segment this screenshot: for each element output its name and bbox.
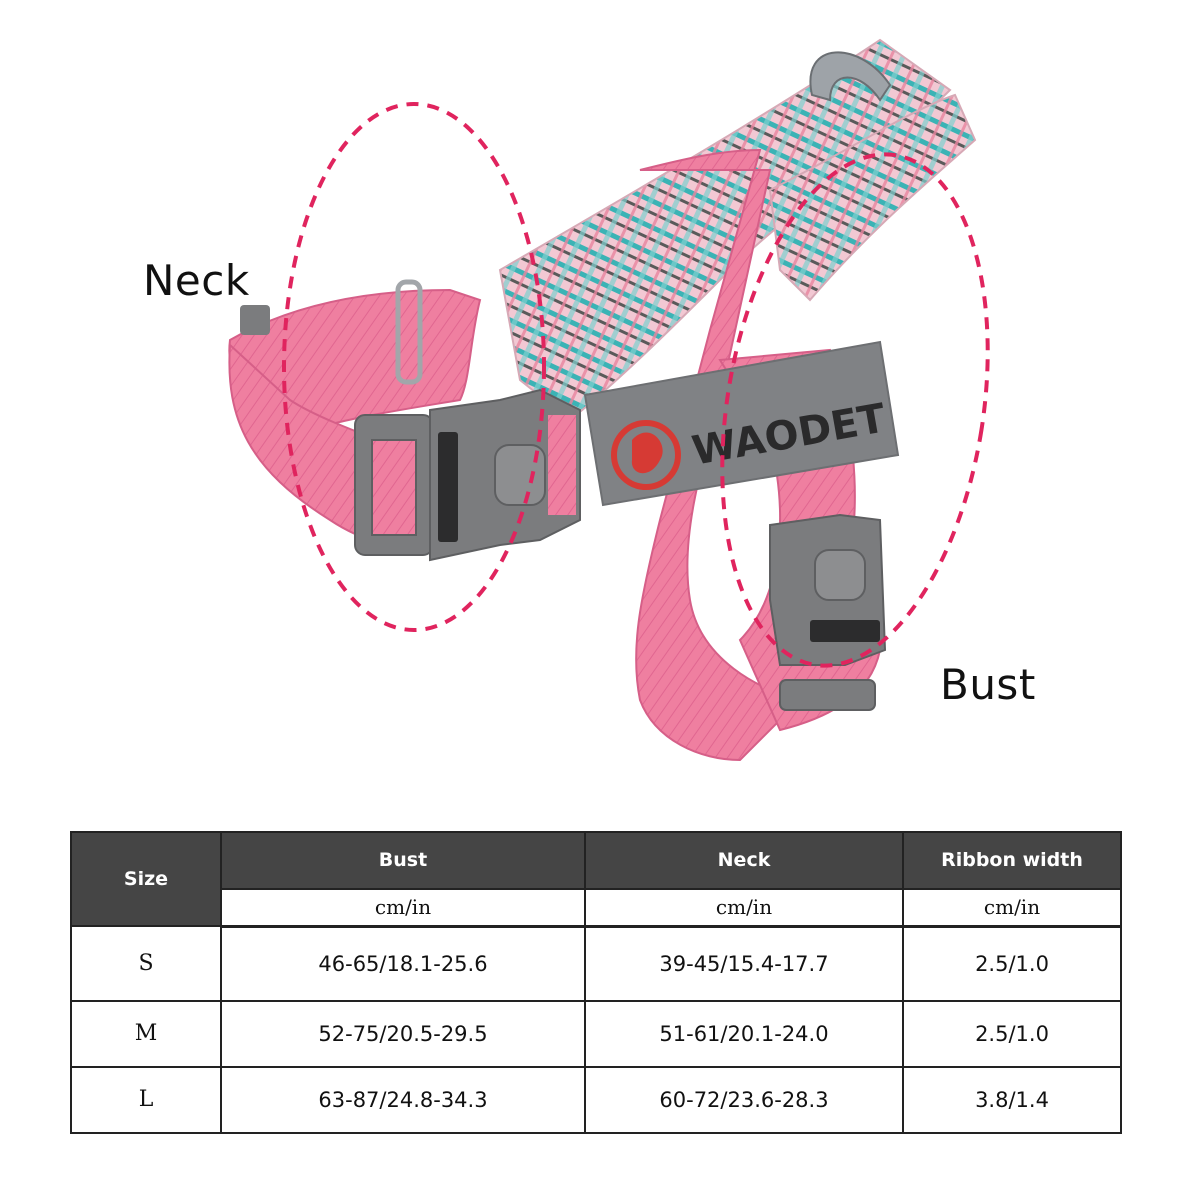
- neck-value: 39-45/15.4-17.7: [584, 925, 904, 1002]
- neck-clip: [240, 305, 270, 335]
- logo-mark: [611, 420, 681, 490]
- harness-image: WAODET: [228, 38, 990, 762]
- size-label: M: [70, 999, 222, 1068]
- bust-callout: Bust: [940, 660, 1036, 709]
- table-row: L 63-87/24.8-34.3 60-72/23.6-28.3 3.8/1.…: [70, 1065, 1122, 1134]
- bust-value: 52-75/20.5-29.5: [220, 999, 586, 1068]
- table-row: M 52-75/20.5-29.5 51-61/20.1-24.0 2.5/1.…: [70, 999, 1122, 1068]
- neck-unit: cm/in: [584, 887, 904, 928]
- ribbon-value: 3.8/1.4: [902, 1065, 1122, 1134]
- neck-slider: [395, 279, 423, 385]
- product-illustration: WAODET Neck Bust: [143, 38, 1036, 762]
- bust-value: 63-87/24.8-34.3: [220, 1065, 586, 1134]
- table-unit-row: cm/in cm/in cm/in: [71, 887, 1122, 928]
- size-header: Size: [70, 831, 222, 927]
- table-header-row: Size Bust Neck Ribbon width: [70, 831, 1122, 927]
- neck-callout: Neck: [143, 256, 250, 305]
- neck-value: 60-72/23.6-28.3: [584, 1065, 904, 1134]
- bust-value: 46-65/18.1-25.6: [220, 925, 586, 1002]
- ribbon-value: 2.5/1.0: [902, 925, 1122, 1002]
- bust-header: Bust: [220, 831, 586, 890]
- size-chart-table: Size Bust Neck Ribbon width cm/in cm/in …: [70, 831, 1122, 1134]
- logo-patch: [583, 340, 900, 507]
- size-label: L: [70, 1065, 222, 1134]
- neck-header: Neck: [584, 831, 904, 890]
- ribbon-unit: cm/in: [902, 887, 1122, 928]
- table-row: S 46-65/18.1-25.6 39-45/15.4-17.7 2.5/1.…: [70, 925, 1122, 1002]
- plaid-strap-lower: [768, 93, 977, 302]
- ribbon-value: 2.5/1.0: [902, 999, 1122, 1068]
- neck-measure-ellipse: [282, 102, 546, 632]
- chest-strap: [635, 148, 802, 762]
- bust-measure-ellipse: [720, 152, 990, 668]
- bust-unit: cm/in: [220, 887, 586, 928]
- ribbon-width-header: Ribbon width: [902, 831, 1122, 890]
- neck-value: 51-61/20.1-24.0: [584, 999, 904, 1068]
- d-ring: [809, 51, 892, 102]
- size-label: S: [70, 925, 222, 1002]
